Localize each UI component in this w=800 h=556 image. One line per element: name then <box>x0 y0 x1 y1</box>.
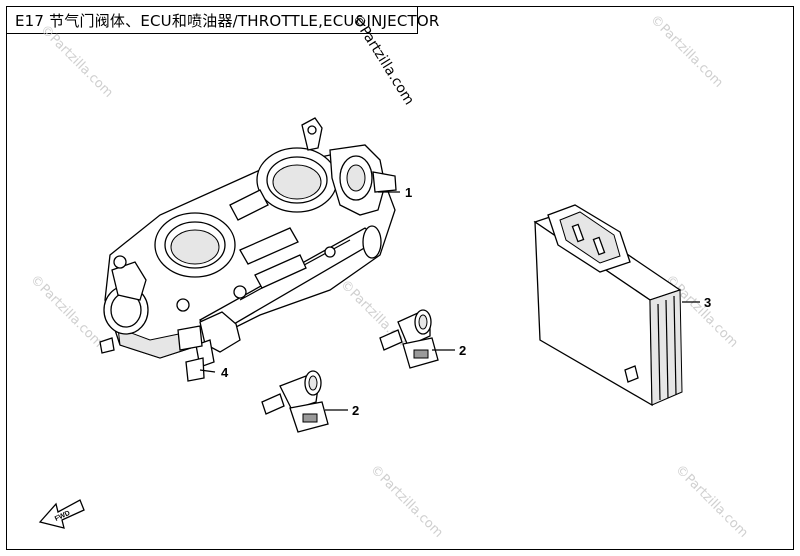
callout-1: 1 <box>378 185 412 200</box>
callout-label: 2 <box>459 343 466 358</box>
front-arrow-icon: FWD <box>38 499 85 529</box>
callout-label: 3 <box>704 295 711 310</box>
watermark-text: ©Partzilla.com <box>647 12 726 91</box>
injector-lower: 2 <box>261 370 359 433</box>
injector-upper: 2 <box>379 309 466 369</box>
watermark-text: ©Partzilla.com <box>672 462 751 541</box>
ecu-module: 3 <box>533 204 711 407</box>
watermark-text: ©Partzilla.com <box>37 22 116 101</box>
callout-4: 4 <box>199 365 229 380</box>
callout-label: 2 <box>352 403 359 418</box>
watermark-main: ©Partzilla.com <box>349 12 417 108</box>
watermark-text: ©Partzilla.com <box>367 462 446 541</box>
diagram-title: E17 节气门阀体、ECU和喷油器/THROTTLE,ECU&INJECTOR <box>15 11 440 30</box>
watermark-text: ©Partzilla.com <box>27 272 106 351</box>
callout-label: 4 <box>221 365 229 380</box>
callout-label: 1 <box>405 185 412 200</box>
title-box: E17 节气门阀体、ECU和喷油器/THROTTLE,ECU&INJECTOR <box>6 6 439 34</box>
throttle-body <box>99 117 397 382</box>
